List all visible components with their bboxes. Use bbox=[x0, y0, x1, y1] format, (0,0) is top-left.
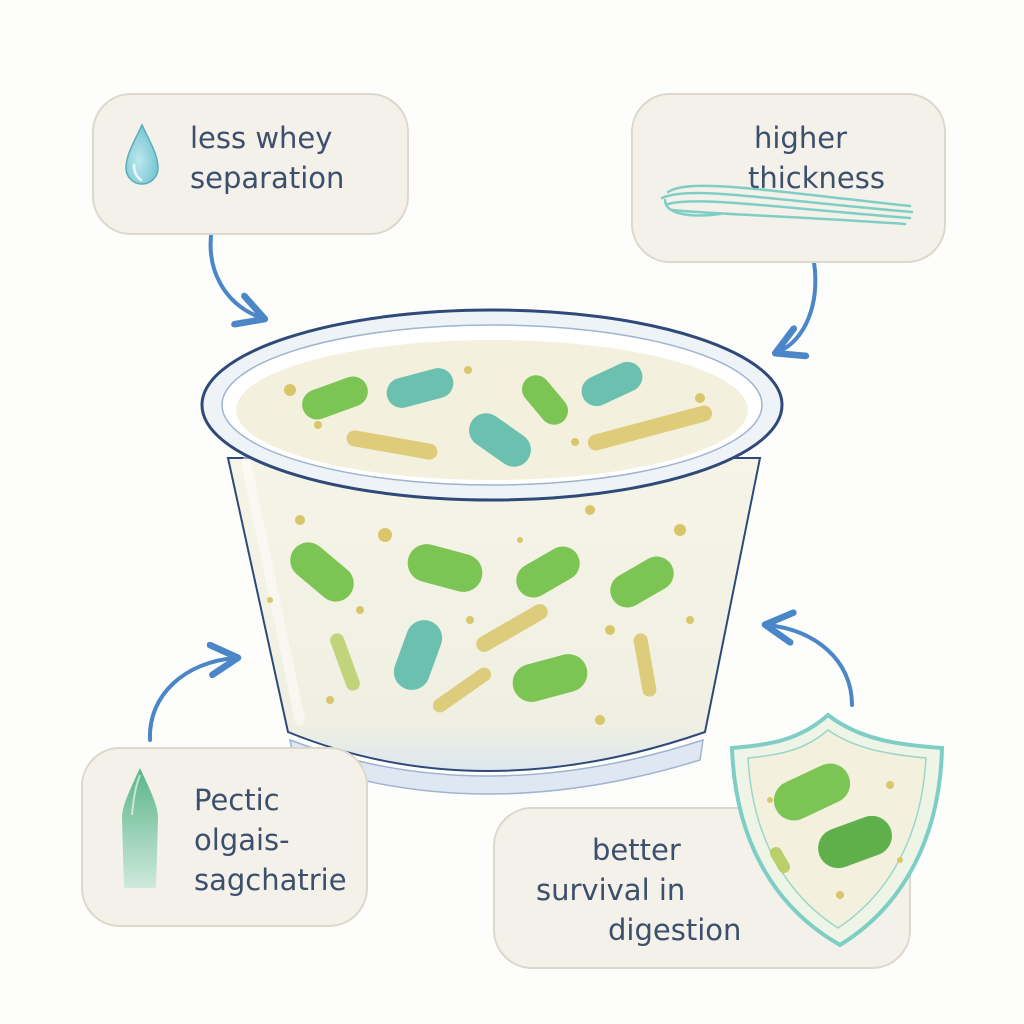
callout-line: survival in bbox=[536, 873, 686, 907]
callout-line: Pectic bbox=[194, 783, 280, 817]
arrow-survival-to-cup bbox=[768, 625, 854, 707]
callout-line: olgais- bbox=[194, 823, 290, 857]
callout-card-thickness bbox=[631, 93, 946, 263]
pectin-drop-icon bbox=[122, 768, 158, 888]
yogurt-cup bbox=[200, 308, 784, 795]
water-drop-icon bbox=[125, 123, 159, 185]
callout-line: less whey bbox=[190, 121, 333, 155]
callout-line: thickness bbox=[748, 161, 885, 195]
callout-line: sagchatrie bbox=[194, 863, 347, 897]
callout-label-survival: better survival in digestion bbox=[536, 830, 741, 950]
callout-line: higher bbox=[754, 121, 847, 155]
callout-label-thickness: higher thickness bbox=[748, 118, 885, 198]
shield-icon bbox=[729, 712, 945, 948]
callout-line: separation bbox=[190, 161, 345, 195]
arrow-whey-to-cup bbox=[208, 226, 262, 318]
callout-label-pectic: Pectic olgais- sagchatrie bbox=[194, 780, 347, 900]
callout-line: digestion bbox=[608, 913, 742, 947]
callout-line: better bbox=[592, 833, 681, 867]
viscous-strands-icon bbox=[660, 184, 914, 226]
callout-label-whey: less whey separation bbox=[190, 118, 344, 198]
arrow-thickness-to-cup bbox=[778, 260, 818, 352]
arrow-pectic-to-cup bbox=[147, 658, 235, 742]
callout-card-whey bbox=[92, 93, 409, 235]
probiotic-bacteria-inside bbox=[267, 505, 694, 725]
probiotic-bacteria-surface bbox=[284, 361, 713, 467]
